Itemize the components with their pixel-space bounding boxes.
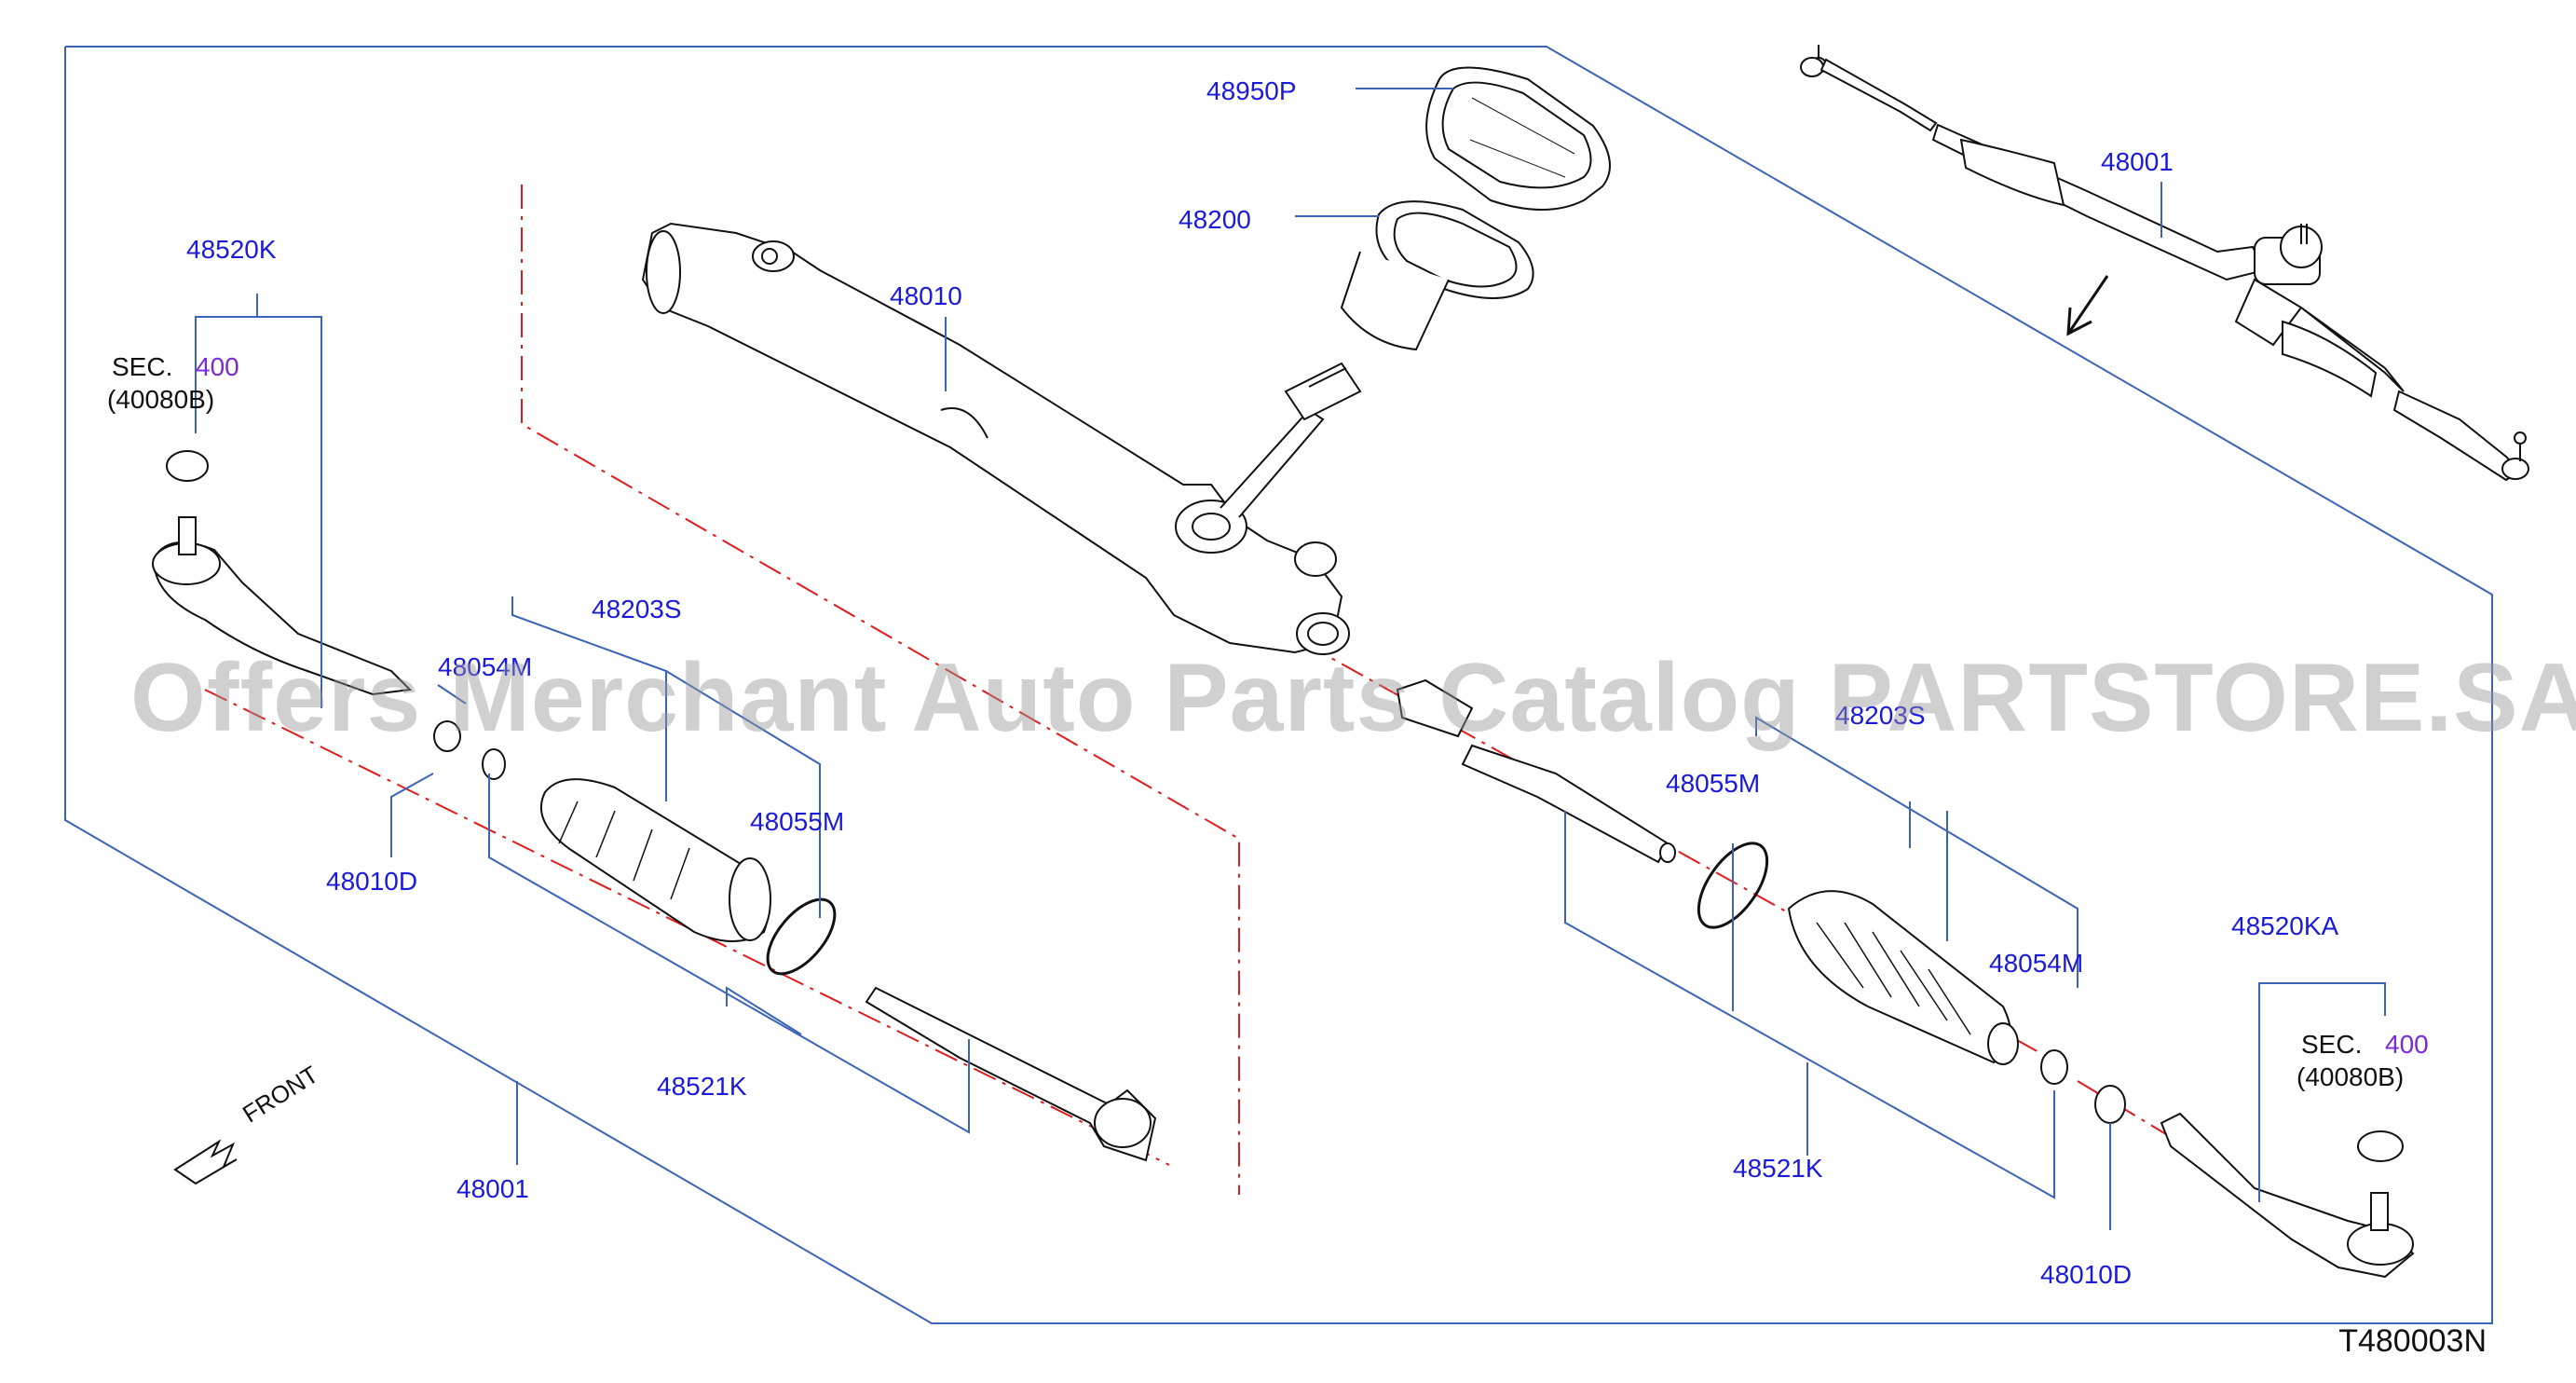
label-sec-left: SEC. [112, 352, 173, 381]
label-48054M-right: 48054M [1989, 949, 2084, 978]
label-48203S-right: 48203S [1835, 701, 1926, 730]
label-48055M-right: 48055M [1666, 769, 1761, 798]
label-sec-right-ref: (40080B) [2297, 1062, 2405, 1091]
cover-48200 [1340, 200, 1534, 351]
nut-48010D-left [433, 720, 461, 752]
label-48010D-right: 48010D [2040, 1260, 2133, 1289]
gasket-48950P [1425, 66, 1611, 211]
boot-48203S-right [1787, 890, 2019, 1065]
inner-tie-rod-right [1396, 678, 1676, 864]
label-48200: 48200 [1179, 205, 1251, 234]
label-48520KA: 48520KA [2231, 911, 2339, 940]
watermark: Offers Merchant Auto Parts Catalog PARTS… [130, 644, 2576, 752]
label-sec-right-num: 400 [2385, 1030, 2429, 1059]
label-48520K: 48520K [186, 235, 277, 264]
label-sec-left-num: 400 [196, 352, 239, 381]
clip-48054M-right [2040, 1049, 2068, 1085]
tie-rod-end-48520KA [2160, 1112, 2415, 1279]
front-arrow-icon [173, 1139, 238, 1185]
nut-48010D-right [2094, 1085, 2126, 1124]
clamp-48055M-left [766, 897, 837, 976]
label-48521K-right: 48521K [1733, 1154, 1823, 1183]
boot-48203S-left [540, 778, 771, 942]
label-sec-right: SEC. [2301, 1030, 2363, 1059]
clip-48054M-left [482, 748, 506, 780]
tie-rod-end-48520K [152, 450, 413, 696]
label-48950P: 48950P [1206, 76, 1297, 105]
label-48010D-left: 48010D [326, 867, 418, 896]
label-48521K-left: 48521K [657, 1072, 747, 1101]
clamp-48055M-right [1697, 842, 1769, 929]
label-48054M-left: 48054M [438, 652, 533, 681]
label-48010: 48010 [890, 281, 962, 310]
inner-tie-rod-left [865, 986, 1157, 1162]
leader-lines [195, 88, 2386, 1230]
label-48001-bottom: 48001 [457, 1174, 529, 1203]
label-48001-top: 48001 [2101, 147, 2174, 176]
rack-housing-48010 [641, 222, 1362, 655]
label-48203S: 48203S [592, 595, 682, 623]
label-sec-left-ref: (40080B) [107, 385, 215, 414]
rack-assembly-overview [1800, 45, 2529, 482]
front-direction-arrow-top [2066, 275, 2109, 336]
label-48055M-left: 48055M [750, 807, 845, 836]
assembly-frame [64, 46, 2493, 1324]
diagram-code: T480003N [2338, 1323, 2487, 1359]
